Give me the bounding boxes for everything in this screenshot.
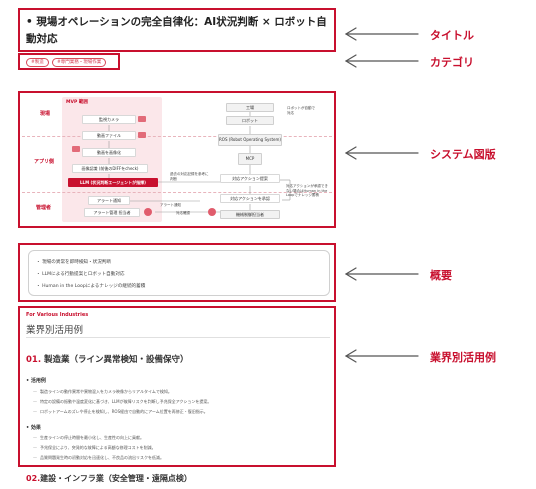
case-heading: 01. 製造業（ライン異常検知・設備保守） xyxy=(26,353,189,365)
node-camera: 監視カメラ xyxy=(82,115,136,124)
overview-item: ・ 現場の異常を即時検知・状況判断 xyxy=(36,260,111,265)
effect-item: 品質問題発生時の初動対応を迅速化し、不良品の流出リスクを低減。 xyxy=(40,455,164,460)
case-name: 建設・インフラ業（安全管理・遠隔点検） xyxy=(40,474,192,483)
lane-label-field: 現場 xyxy=(40,111,51,117)
usage-item: 製造ラインの動作異常や異物混入をカメラ映像からリアルタイムで検知。 xyxy=(40,389,172,394)
node-video-file: 動画ファイル xyxy=(82,131,136,140)
effect-item: 生産ラインの停止時間を最小化し、生産性の向上に貢献。 xyxy=(40,435,144,440)
note-robot-auto: ロボットが自動で対応 xyxy=(287,106,315,115)
lane-divider xyxy=(22,192,332,193)
node-operator: 機械制御担当者 xyxy=(220,210,280,219)
note-response-confirm: 対応確認 xyxy=(176,211,190,215)
lane-label-app: アプリ側 xyxy=(34,159,55,165)
mvp-scope-label: MVP 範囲 xyxy=(66,100,88,105)
category-tag[interactable]: #専門業務・現場作業 xyxy=(52,58,107,67)
list-dash: — xyxy=(33,389,37,394)
annotation-diagram: システム図版 xyxy=(430,148,496,161)
node-factory: 工場 xyxy=(226,103,274,112)
case-number: 01. xyxy=(26,355,42,365)
node-alert-notify: アラート通知 xyxy=(88,196,130,205)
effect-heading: • 効果 xyxy=(26,425,41,431)
list-dash: — xyxy=(33,399,37,404)
case-heading: 02.建設・インフラ業（安全管理・遠隔点検） xyxy=(26,473,192,484)
category-tag[interactable]: #製造 xyxy=(26,58,49,67)
camera-icon xyxy=(138,116,146,122)
overview-item-text: LLMによる行動提案とロボット自動対応 xyxy=(42,272,125,277)
node-ros: ROS (Robot Operating System) xyxy=(218,134,282,146)
effect-item: 予兆保全により、突発的な故障による高額な修理コストを削減。 xyxy=(40,445,156,450)
annotation-title: タイトル xyxy=(430,29,474,42)
list-dash: — xyxy=(33,445,37,450)
usage-item: ロボットアームのズレや停止を検知し、ROS経由で自動的にアーム位置を再修正・復旧… xyxy=(40,409,208,414)
node-approve: 対応アクションを承認 xyxy=(220,194,280,203)
usage-heading: • 活用例 xyxy=(26,378,46,384)
node-frames: 動画を画像化 xyxy=(82,148,136,157)
lane-label-admin: 管理者 xyxy=(36,205,52,211)
annotation-use-cases: 業界別活用例 xyxy=(430,351,496,364)
node-robot: ロボット xyxy=(226,116,274,125)
title-highlight-box xyxy=(18,8,336,52)
overview-card xyxy=(28,250,330,296)
overview-item-text: Human in the Loopによるナレッジの継続的蓄積 xyxy=(42,284,146,289)
list-dash: — xyxy=(33,455,37,460)
overview-item: ・ LLMによる行動提案とロボット自動対応 xyxy=(36,272,125,277)
diagram-highlight-box xyxy=(18,91,336,228)
use-cases-highlight-box xyxy=(18,306,336,467)
node-mcp: MCP xyxy=(238,153,262,165)
video-file-icon xyxy=(72,146,80,152)
divider xyxy=(26,337,330,338)
note-human-in-loop: 対応アクションが承認できない場合はHuman in the Loopでナレッジ蓄… xyxy=(286,184,328,197)
overview-item-text: 現場の異常を即時検知・状況判断 xyxy=(42,260,111,265)
image-frames-icon xyxy=(138,132,146,138)
operator-person-icon xyxy=(208,208,216,216)
category-highlight-box xyxy=(18,53,120,70)
node-response-plan: 対応アクション提案 xyxy=(220,174,280,183)
node-llm: LLM (状況判断エージェントが指揮) xyxy=(68,178,158,187)
overview-item: ・ Human in the Loopによるナレッジの継続的蓄積 xyxy=(36,284,146,289)
use-cases-title: 業界別活用例 xyxy=(26,325,84,336)
case-number: 02. xyxy=(26,474,41,483)
admin-person-icon xyxy=(144,208,152,216)
list-dash: — xyxy=(33,435,37,440)
case-name: 製造業（ライン異常検知・設備保守） xyxy=(44,355,189,365)
page-title: • 現場オペレーションの完全自律化：AI状況判断 × ロボット自動対応 xyxy=(26,16,327,45)
annotation-overview: 概要 xyxy=(430,269,452,282)
note-past-records: 過去の対応記録を参考に判断 xyxy=(170,172,209,181)
node-image-recognition: 画像認識 (前後のDIFFをcheck) xyxy=(72,164,148,173)
node-alert-admin: アラート管理 担当者 xyxy=(84,208,140,217)
lane-divider xyxy=(22,136,332,137)
overview-highlight-box xyxy=(18,243,336,302)
list-dash: — xyxy=(33,409,37,414)
use-cases-subtitle: For Various Industries xyxy=(26,312,89,318)
usage-item: 特定の設備の振動や温度変化に基づき、LLMが故障リスクを判断し予兆保全アクション… xyxy=(40,399,212,404)
annotation-category: カテゴリ xyxy=(430,56,474,69)
note-alert-notify: アラート通知 xyxy=(160,203,181,207)
